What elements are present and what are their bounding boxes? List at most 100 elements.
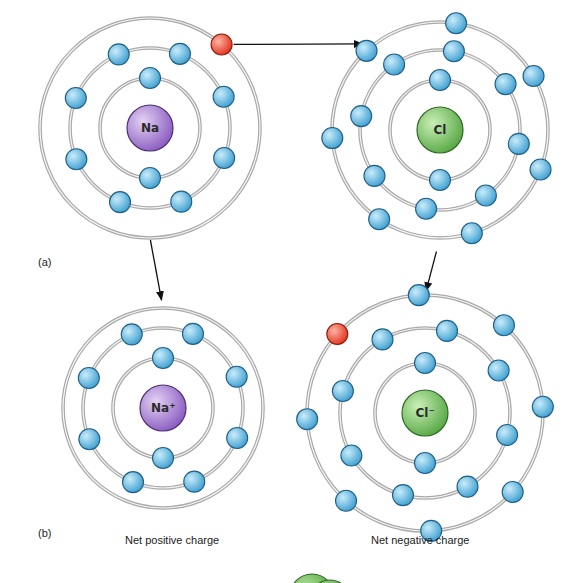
electron-shell — [83, 328, 243, 488]
electron — [226, 366, 247, 387]
electron — [169, 43, 190, 64]
electron — [336, 490, 357, 511]
nucleus — [402, 390, 448, 436]
electron — [416, 198, 437, 219]
electron-shell — [390, 80, 490, 180]
electron — [213, 86, 234, 107]
electron — [66, 149, 87, 170]
electron — [65, 88, 86, 109]
electron — [322, 128, 343, 149]
electron-shell — [113, 358, 213, 458]
element-symbol: Na⁺ — [151, 401, 175, 415]
nucleus — [140, 385, 186, 431]
element-symbol: Cl — [434, 123, 447, 137]
electron — [430, 170, 451, 191]
atom-diagram: Na — [28, 6, 272, 250]
electron — [182, 323, 203, 344]
electron — [475, 185, 496, 206]
electron — [297, 409, 318, 430]
electron-shell — [70, 48, 230, 208]
electron — [488, 360, 509, 381]
electron — [341, 445, 362, 466]
electron — [227, 427, 248, 448]
electron — [78, 368, 99, 389]
electron — [140, 68, 161, 89]
electron — [436, 320, 457, 341]
atom-diagram: Cl⁻ — [295, 283, 555, 543]
electron — [430, 70, 451, 91]
electron-shell — [63, 308, 263, 508]
electron — [123, 472, 144, 493]
nucleus — [127, 105, 173, 151]
electron — [493, 315, 514, 336]
electron — [364, 165, 385, 186]
charge-caption: Net positive charge — [125, 534, 219, 546]
atom-diagram: Cl — [320, 10, 560, 250]
electron-shell — [40, 18, 260, 238]
electron — [415, 453, 436, 474]
electron — [171, 191, 192, 212]
electron — [461, 223, 482, 244]
electron-shell — [100, 78, 200, 178]
electron — [495, 74, 516, 95]
electron-shell — [375, 363, 475, 463]
electron — [415, 353, 436, 374]
transferred-electron — [211, 34, 232, 55]
panel-label: (b) — [38, 527, 51, 539]
electron — [332, 381, 353, 402]
electron — [369, 209, 390, 230]
electron — [523, 66, 544, 87]
electron-shell — [307, 295, 543, 531]
atom-diagram: Na⁺ — [51, 296, 275, 520]
nucleus — [417, 107, 463, 153]
electron — [508, 133, 529, 154]
partial-nucleus — [290, 574, 334, 583]
electron-shell — [307, 295, 543, 531]
electron — [408, 285, 429, 306]
electron-shell — [375, 363, 475, 463]
electron — [184, 471, 205, 492]
element-symbol: Cl⁻ — [416, 406, 435, 420]
electron — [530, 159, 551, 180]
transfer-arrow — [426, 252, 436, 292]
electron — [502, 481, 523, 502]
electron — [140, 168, 161, 189]
electron — [351, 106, 372, 127]
electron — [110, 192, 131, 213]
electron-shell — [83, 328, 243, 488]
electron — [372, 329, 393, 350]
electron-shell — [113, 358, 213, 458]
transfer-arrow — [150, 240, 161, 300]
electron — [108, 44, 129, 65]
transfer-arrow — [234, 43, 363, 45]
electron-shell — [360, 50, 520, 210]
electron — [214, 147, 235, 168]
partial-nucleus — [310, 580, 350, 583]
electron — [153, 448, 174, 469]
electron-shell — [340, 328, 510, 498]
electron-shell — [340, 328, 510, 498]
element-symbol: Na — [141, 121, 159, 135]
electron — [153, 348, 174, 369]
electron — [393, 485, 414, 506]
electron-shell — [40, 18, 260, 238]
electron-shell — [360, 50, 520, 210]
electron — [79, 429, 100, 450]
electron — [532, 396, 553, 417]
electron — [384, 54, 405, 75]
electron-shell — [70, 48, 230, 208]
electron — [356, 40, 377, 61]
electron — [497, 424, 518, 445]
electron — [457, 476, 478, 497]
electron-shell — [63, 308, 263, 508]
electron — [446, 13, 467, 34]
electron-shell — [100, 78, 200, 178]
electron-shell — [332, 22, 548, 238]
electron-shell — [332, 22, 548, 238]
charge-caption: Net negative charge — [371, 534, 469, 546]
transferred-electron — [327, 324, 348, 345]
panel-label: (a) — [38, 256, 51, 268]
electron-shell — [390, 80, 490, 180]
